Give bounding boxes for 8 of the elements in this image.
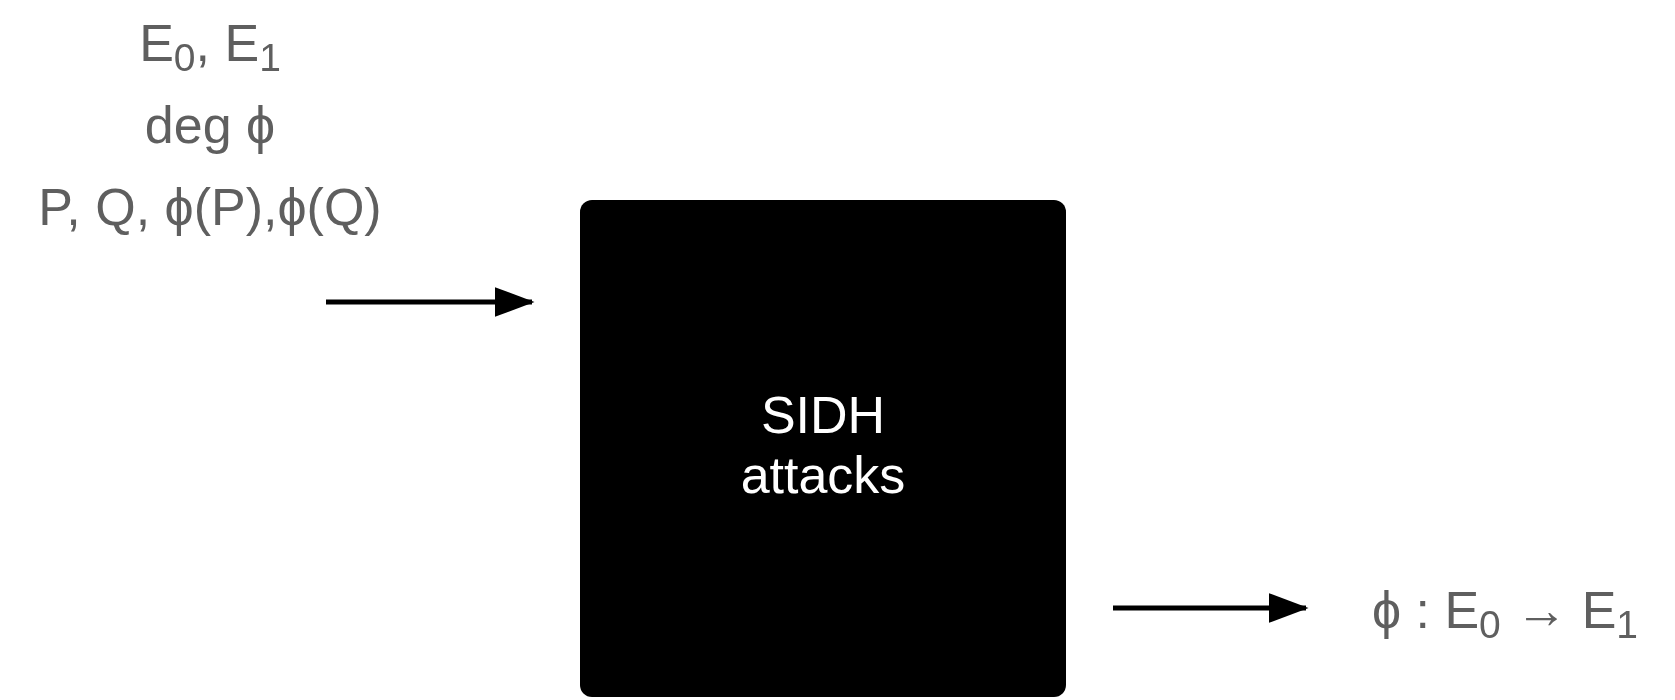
box-label: SIDH attacks [739, 384, 907, 505]
process-box [580, 200, 1066, 697]
arrow [1113, 593, 1309, 623]
math-label: ϕ : E$_{0}$ → E$_{1}$ [1371, 580, 1639, 648]
math-label: deg ϕ [144, 95, 276, 156]
math-label: E$_{0}$, E$_{1}$ [139, 13, 281, 81]
math-label: P, Q, ϕ(P),ϕ(Q) [38, 177, 382, 238]
arrow [326, 287, 535, 317]
